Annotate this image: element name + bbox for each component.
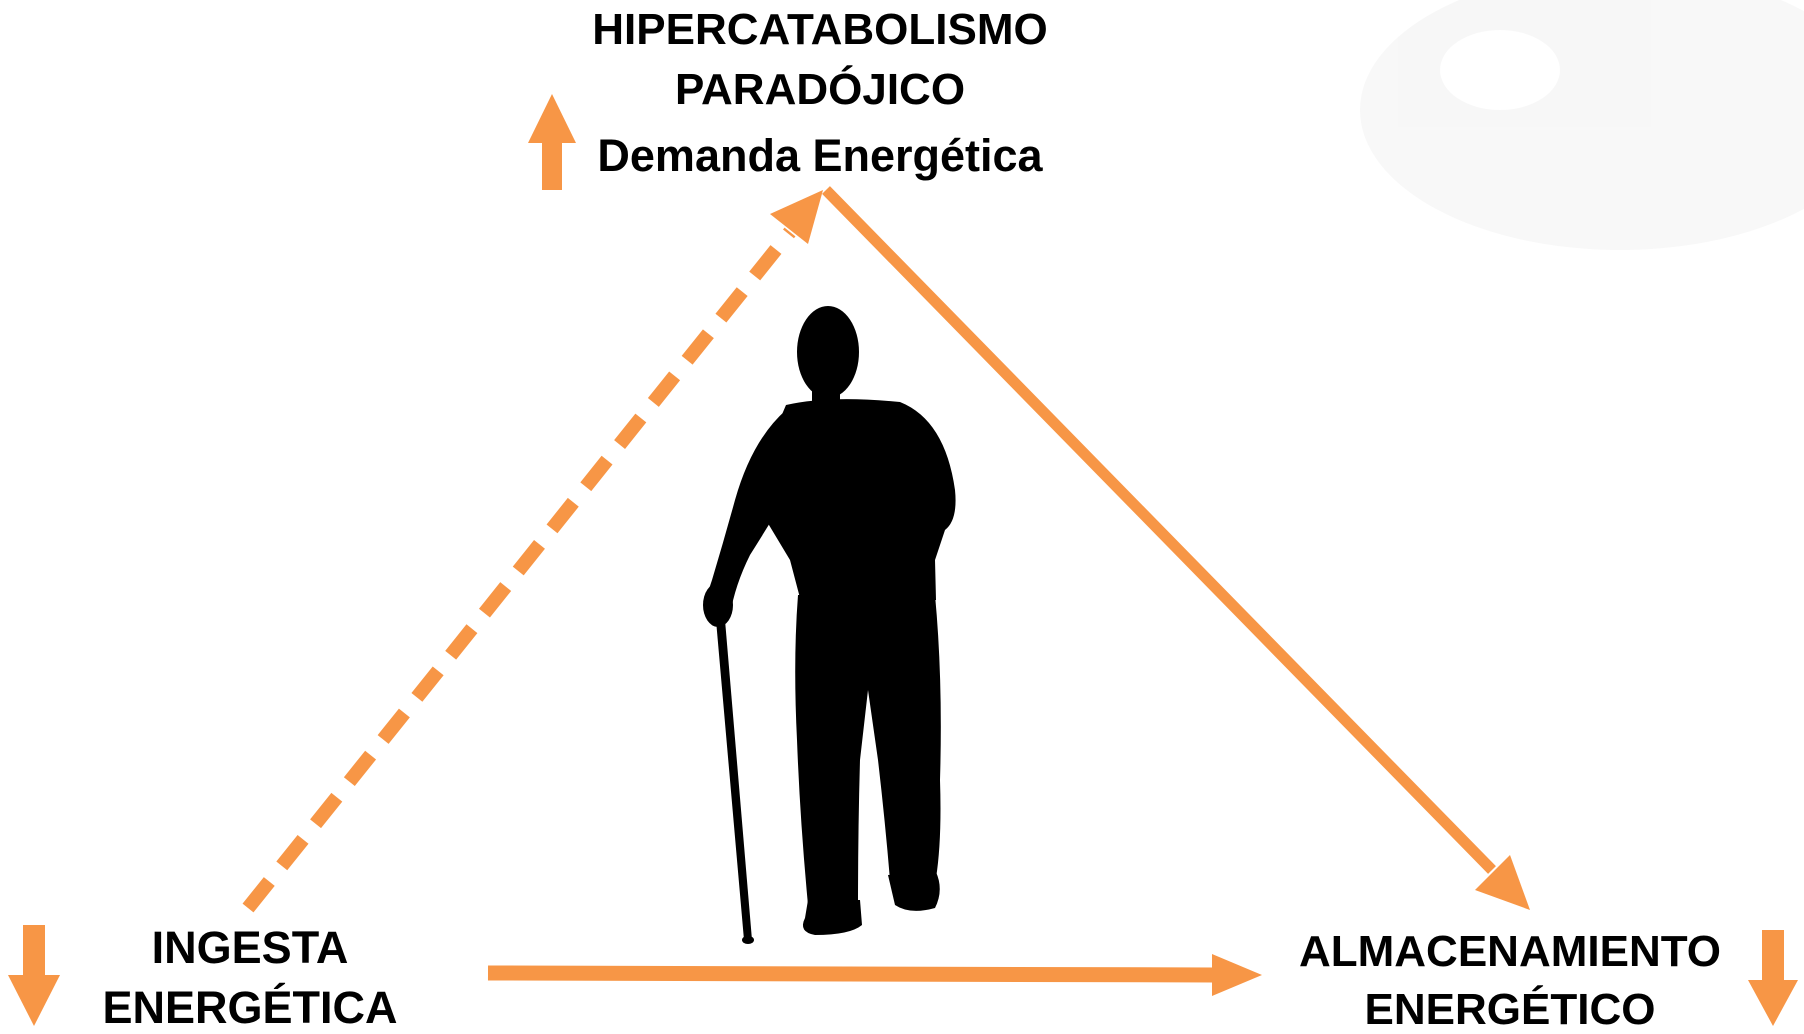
top-subtitle: Demanda Energética — [597, 130, 1043, 181]
background-decoration — [1360, 0, 1804, 250]
up-arrow-icon — [528, 94, 576, 190]
dashed-arrow-intake-to-demand — [242, 227, 796, 913]
elderly-person-silhouette — [703, 306, 956, 944]
left-label-line2: ENERGÉTICA — [102, 982, 398, 1033]
right-label-line2: ENERGÉTICO — [1364, 985, 1656, 1034]
arrow-intake-to-storage — [487, 965, 1216, 983]
top-title-line1: HIPERCATABOLISMO — [592, 5, 1048, 54]
arrowhead-demand-to-storage — [1475, 855, 1530, 910]
arrow-demand-to-storage — [822, 186, 1496, 874]
right-label-line1: ALMACENAMIENTO — [1298, 927, 1722, 976]
arrowhead-intake-to-storage — [1212, 954, 1262, 996]
down-arrow-icon-left — [8, 925, 60, 1026]
arrowhead-intake-to-demand — [770, 190, 823, 244]
down-arrow-icon-right — [1748, 930, 1798, 1026]
top-title-line2: PARADÓJICO — [674, 65, 966, 114]
left-label-line1: INGESTA — [151, 922, 349, 973]
